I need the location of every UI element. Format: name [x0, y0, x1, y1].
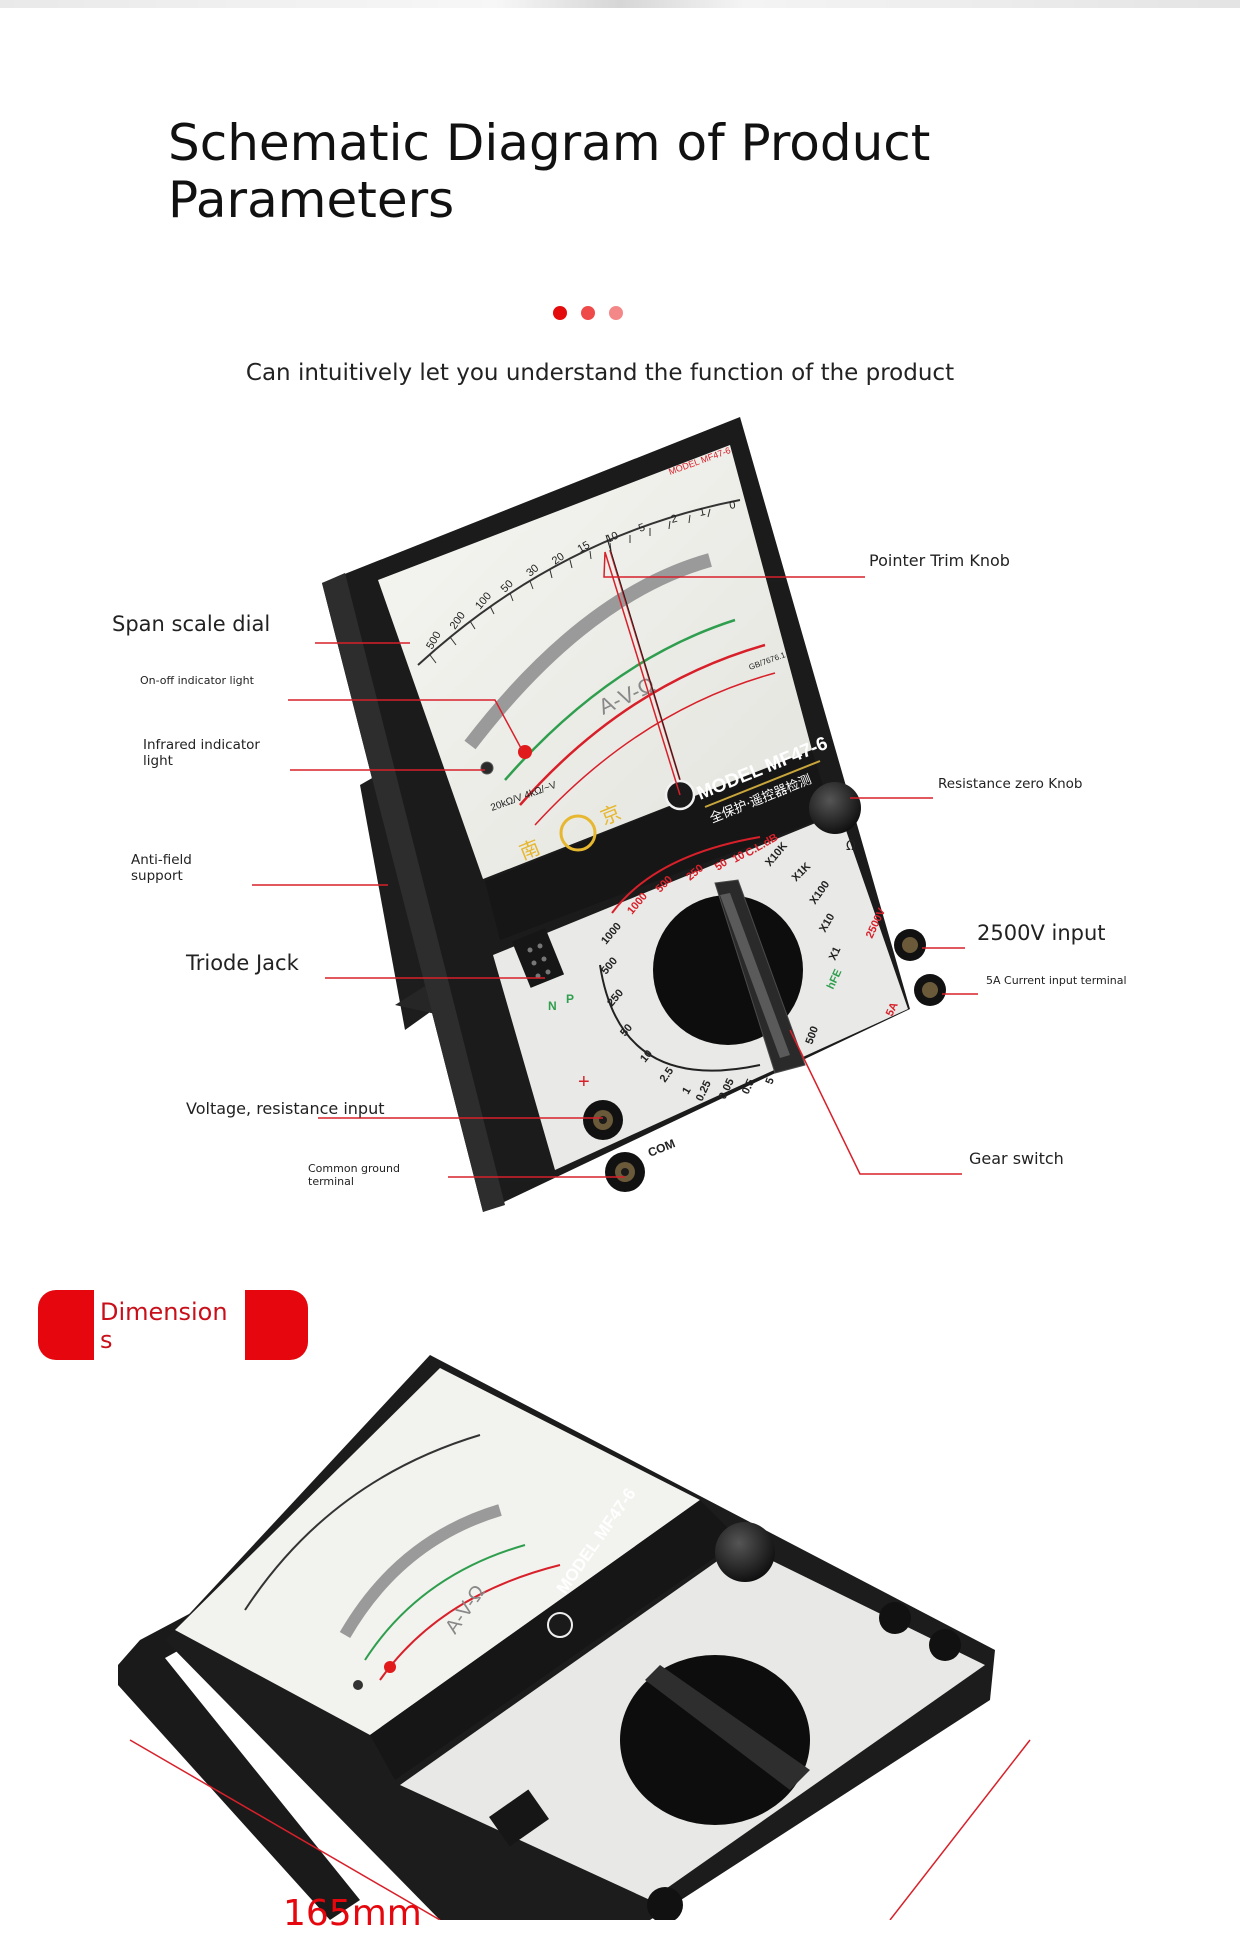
range-label: 10 — [731, 849, 748, 866]
callout-resistance-zero-knob: Resistance zero Knob — [938, 776, 1083, 792]
callout-voltage-resistance-input: Voltage, resistance input — [186, 1099, 385, 1118]
scale-number: 5 — [637, 521, 647, 534]
com-label: COM — [646, 1136, 677, 1159]
jack-2500v[interactable] — [894, 929, 926, 961]
range-label: 5 — [764, 1076, 777, 1086]
resistance-zero-knob[interactable] — [809, 782, 861, 834]
callout-common-ground: Common ground terminal — [308, 1162, 400, 1188]
callout-on-off-indicator: On-off indicator light — [140, 674, 254, 687]
scale-arc-red — [519, 643, 766, 806]
dimension-width-label: 165mm — [283, 1893, 422, 1934]
brand-logo-icon — [559, 814, 597, 852]
range-label: 1 — [680, 1085, 693, 1096]
dim-scale-grey — [339, 1504, 502, 1639]
callout-pointer-trim-knob: Pointer Trim Knob — [869, 551, 1010, 570]
range-label: X1 — [827, 945, 844, 962]
dim-jack-5a — [929, 1629, 961, 1661]
callout-gear-switch: Gear switch — [969, 1149, 1064, 1168]
dim-width-line — [129, 1739, 441, 1920]
scale-arc-black — [417, 499, 741, 666]
range-arc-black — [599, 964, 761, 1072]
dim-infrared-light — [353, 1680, 363, 1690]
gear-switch-highlight — [720, 893, 790, 1058]
dimensions-badge: Dimension s — [38, 1290, 308, 1360]
range-label: 500 — [804, 1025, 822, 1046]
callout-anti-field-support: Anti-field support — [131, 852, 192, 884]
meter-pointer-tail — [605, 534, 681, 781]
callout-5a-current: 5A Current input terminal — [986, 974, 1127, 987]
multimeter-diagram: 500 200 100 50 30 20 15 10 5 2 1 0 MODEL… — [252, 417, 978, 1212]
ohm-symbol: Ω — [846, 839, 856, 854]
infrared-indicator-light — [480, 761, 494, 775]
leader-on-off — [288, 699, 523, 751]
dim-height-line — [889, 1739, 1031, 1920]
scale-arc-green — [504, 618, 736, 781]
leader-pointer-trim — [603, 551, 865, 796]
dot-3 — [609, 306, 623, 320]
dim-triode-jack — [489, 1789, 549, 1847]
dim-model-band — [370, 1500, 740, 1780]
dim-pointer-trim-knob — [547, 1612, 573, 1638]
model-band — [485, 750, 832, 940]
dot-1 — [553, 306, 567, 320]
dim-meter-face — [175, 1368, 700, 1735]
scale-arc-red-2 — [534, 672, 776, 826]
page-title: Schematic Diagram of Product Parameters — [168, 114, 931, 229]
jack-5a[interactable] — [914, 974, 946, 1006]
leader-gear-switch — [789, 1029, 962, 1175]
scale-number: 2 — [670, 513, 679, 526]
scale-number: 20 — [550, 551, 567, 568]
common-ground-jack[interactable] — [605, 1152, 645, 1192]
triode-jack[interactable] — [511, 928, 565, 988]
range-label: 0.5 — [740, 1077, 757, 1096]
voltage-resistance-jack[interactable] — [583, 1100, 623, 1140]
dim-resistance-zero-knob — [715, 1522, 775, 1582]
decorative-dots — [553, 306, 633, 322]
page-subtitle: Can intuitively let you understand the f… — [245, 360, 955, 386]
range-arc-red — [611, 836, 761, 914]
scale-number: 1 — [698, 506, 706, 519]
dim-jack-com — [647, 1887, 683, 1920]
range-label: 50 — [713, 857, 730, 874]
dim-scale-black — [244, 1434, 481, 1611]
dim-gear-switch-pointer — [645, 1665, 810, 1790]
dimensions-heading: Dimension s — [100, 1298, 228, 1354]
model-band-stripe — [704, 760, 821, 808]
callout-lines — [252, 551, 978, 1178]
dimensions-multimeter-image: A-V-Ω MODEL MF47-6 — [118, 1355, 1031, 1920]
dim-scale-green — [364, 1544, 526, 1661]
dim-jack-2500v — [879, 1602, 911, 1634]
callout-span-scale-dial: Span scale dial — [112, 612, 271, 636]
top-decorative-bar — [0, 0, 1240, 8]
plus-label: + — [578, 1071, 590, 1093]
callout-triode-jack: Triode Jack — [186, 951, 299, 975]
badge-right-cap — [245, 1290, 308, 1360]
scale-number: 0 — [728, 499, 736, 512]
dim-on-off-light — [384, 1661, 396, 1673]
5a-label: 5A — [884, 1000, 901, 1018]
dim-gear-switch-knob — [620, 1655, 810, 1825]
dot-2 — [581, 306, 595, 320]
scale-number: 15 — [576, 539, 593, 556]
triode-n-label: N — [548, 999, 557, 1013]
case-side — [322, 573, 505, 1212]
scale-ticks — [429, 508, 711, 664]
callout-2500v-input: 2500V input — [977, 921, 1106, 945]
badge-left-cap — [38, 1290, 94, 1360]
dim-scale-red — [379, 1564, 561, 1681]
triode-p-label: P — [566, 992, 574, 1006]
callout-infrared-indicator: Infrared indicator light — [143, 737, 260, 769]
